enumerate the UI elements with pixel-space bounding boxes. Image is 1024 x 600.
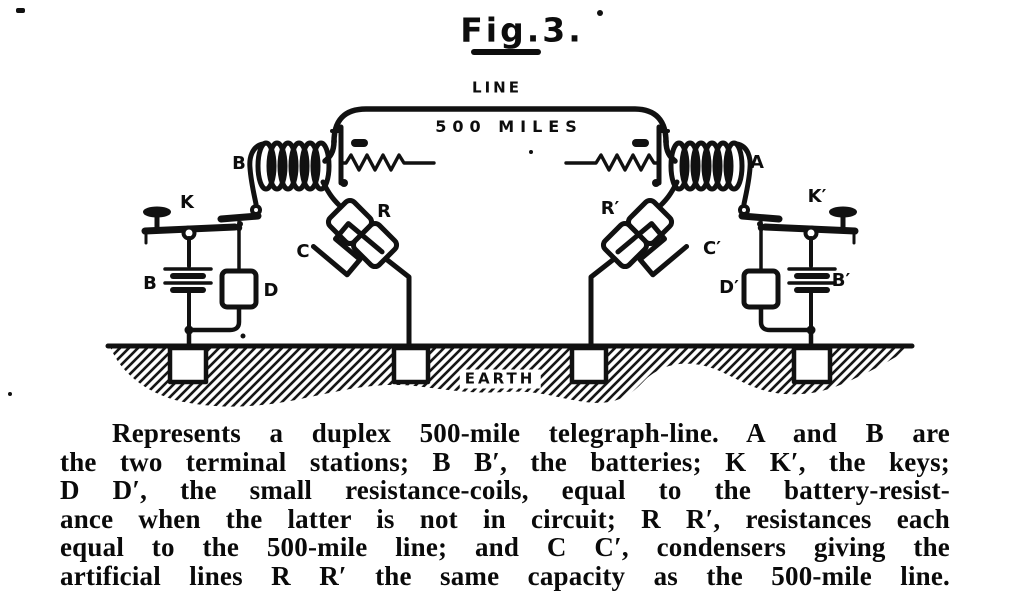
caption-line: Represents a duplex 500-mile telegraph-l… (112, 418, 950, 448)
caption-line: artificial lines R R′ the same capacity … (60, 560, 950, 591)
scan-specks (8, 8, 603, 396)
caption-line: the two terminal stations; B B′, the bat… (60, 446, 950, 477)
caption-line: ance when the latter is not in circuit; … (60, 503, 950, 534)
telegraph-line-wire (331, 106, 669, 145)
caption-line: D D′, the small resistance-coils, equal … (60, 475, 950, 506)
earth-ground-band (105, 343, 915, 407)
figure-caption: Represents a duplex 500-mile telegraph-l… (60, 419, 950, 591)
caption-line: equal to the 500-mile line; and C C′, co… (60, 532, 950, 563)
